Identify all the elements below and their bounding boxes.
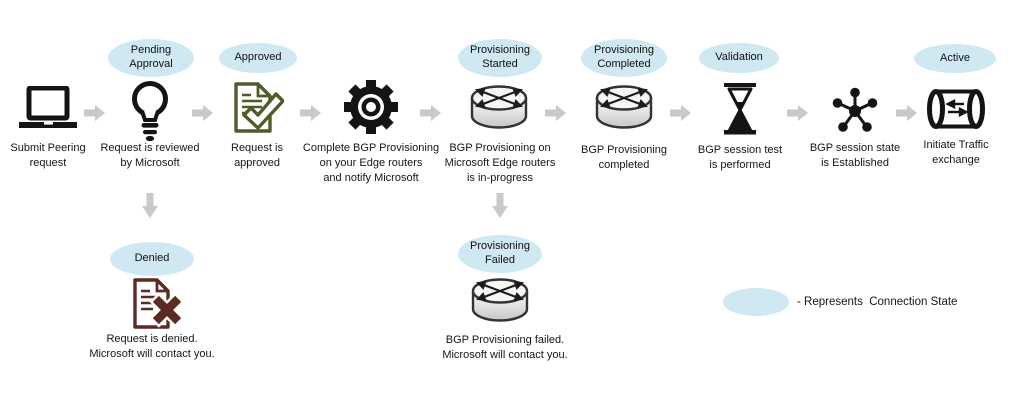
legend-ellipse [723, 288, 789, 316]
state-badge-pending-approval: Pending Approval [108, 39, 194, 77]
right-arrow-icon [896, 104, 918, 127]
step-label-bgp-completed: BGP Provisioning completed [580, 144, 667, 171]
laptop-icon [19, 85, 77, 137]
hourglass-icon [722, 83, 758, 140]
state-badge-denied: Denied [110, 242, 194, 276]
router-icon [470, 277, 530, 330]
router-icon [469, 84, 529, 137]
step-label-submit: Submit Peering request [10, 142, 86, 169]
tunnel-exchange-icon [927, 87, 985, 136]
step-label-denied-note: Request is denied. Microsoft will contac… [89, 333, 215, 360]
denied-document-x-icon [132, 278, 186, 335]
step-label-bgp-inprogress: BGP Provisioning on Microsoft Edge route… [444, 142, 556, 184]
step-label-complete-bgp: Complete BGP Provisioning on your Edge r… [302, 142, 440, 184]
state-badge-provisioning-failed: Provisioning Failed [458, 235, 542, 273]
step-label-traffic: Initiate Traffic exchange [923, 139, 989, 166]
right-arrow-icon [300, 104, 322, 127]
state-badge-provisioning-completed: Provisioning Completed [581, 39, 667, 77]
right-arrow-icon [192, 104, 214, 127]
down-arrow-icon [491, 193, 509, 224]
step-label-approved: Request is approved [231, 142, 283, 169]
state-badge-approved: Approved [219, 43, 297, 73]
right-arrow-icon [84, 104, 106, 127]
state-badge-provisioning-started: Provisioning Started [458, 39, 542, 77]
state-badge-active: Active [914, 44, 996, 73]
step-label-session-established: BGP session state is Established [809, 142, 901, 169]
legend-label: - Represents Connection State [797, 296, 958, 308]
lightbulb-icon [130, 80, 170, 147]
right-arrow-icon [545, 104, 567, 127]
approved-document-check-icon [232, 82, 285, 139]
step-label-review: Request is reviewed by Microsoft [100, 142, 200, 169]
right-arrow-icon [787, 104, 809, 127]
step-label-session-test: BGP session test is performed [697, 144, 783, 171]
down-arrow-icon [141, 193, 159, 224]
state-badge-validation: Validation [699, 43, 779, 73]
gear-icon [343, 79, 399, 140]
network-hub-icon [831, 85, 879, 138]
router-icon [594, 84, 654, 137]
right-arrow-icon [670, 104, 692, 127]
right-arrow-icon [420, 104, 442, 127]
step-label-failed-note: BGP Provisioning failed. Microsoft will … [442, 334, 568, 361]
